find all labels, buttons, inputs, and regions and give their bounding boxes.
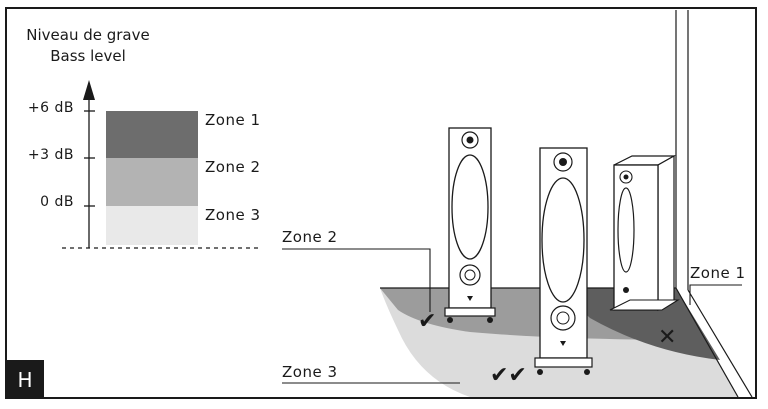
scene-label-zone3: Zone 3	[282, 363, 338, 381]
legend-zone2: Zone 2	[205, 158, 261, 176]
level-block-zone2	[106, 158, 198, 206]
scene-label-zone1: Zone 1	[690, 264, 746, 282]
check-icon: ✔	[418, 309, 436, 334]
level-block-zone1	[106, 111, 198, 158]
scale-label-3db: +3 dB	[28, 147, 74, 163]
scale-label-0db: 0 dB	[40, 194, 74, 210]
axis-title-en: Bass level	[50, 47, 126, 65]
scene-label-zone2: Zone 2	[282, 228, 338, 246]
leader-zone1	[689, 284, 742, 305]
scale-label-6db: +6 dB	[28, 100, 74, 116]
speaker-zone2	[444, 127, 496, 323]
floor-right-edge-2	[687, 289, 753, 398]
leader-zone2	[282, 248, 431, 312]
scale-arrow-icon	[83, 80, 95, 100]
speaker-zone1	[609, 154, 680, 312]
legend-zone3: Zone 3	[205, 206, 261, 224]
speaker-zone3	[534, 147, 593, 375]
figure-letter: H	[17, 368, 32, 392]
floor-right-edge	[675, 287, 739, 398]
legend-zone1: Zone 1	[205, 111, 261, 129]
axis-title-fr: Niveau de grave	[26, 26, 149, 44]
cross-icon: ✕	[658, 325, 676, 350]
floor-zone1	[576, 288, 720, 360]
double-check-icon: ✔✔	[490, 363, 527, 388]
level-block-zone3	[106, 206, 198, 245]
figure-badge	[6, 360, 44, 398]
